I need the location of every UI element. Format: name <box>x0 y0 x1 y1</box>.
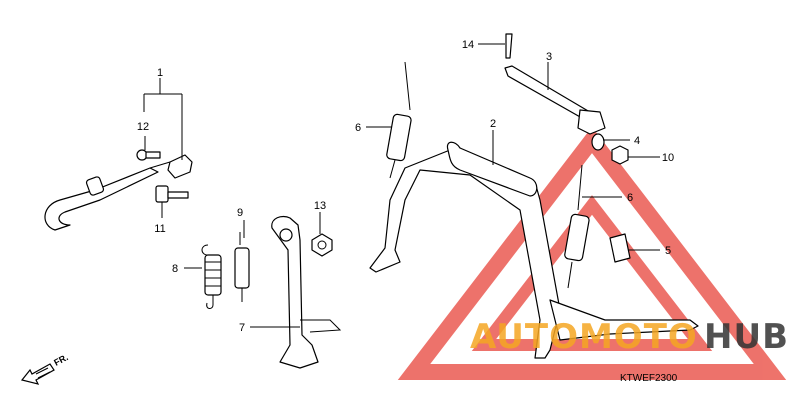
spring-part-6-lower <box>564 164 590 289</box>
callout-1: 1 <box>157 67 163 79</box>
front-direction-arrow-icon <box>20 363 55 385</box>
callout-7: 7 <box>239 322 245 334</box>
bolt-part-12 <box>136 149 161 161</box>
leader-lines <box>143 43 660 328</box>
pin-part-14 <box>505 33 513 59</box>
callout-6-upper: 6 <box>355 122 361 134</box>
side-stand-part-7 <box>271 215 342 369</box>
diagram-code: KTWEF2300 <box>620 373 678 384</box>
watermark-text-automoto: AUTOMOTO <box>470 317 698 357</box>
callout-11: 11 <box>154 223 165 235</box>
shaft-part-3 <box>504 65 606 135</box>
spring-part-8 <box>201 244 222 309</box>
bolt-part-11 <box>155 185 189 203</box>
callout-14: 14 <box>462 39 474 51</box>
washer-part-4 <box>591 133 605 151</box>
side-stand-switch-part <box>44 154 193 231</box>
callout-13: 13 <box>314 200 326 212</box>
main-stand-part-2 <box>369 141 699 359</box>
callout-10: 10 <box>662 152 674 164</box>
front-label: FR. <box>52 352 69 368</box>
callout-9: 9 <box>237 207 243 219</box>
nut-part-13 <box>311 233 333 257</box>
callout-3: 3 <box>546 51 552 63</box>
callout-8: 8 <box>172 263 178 275</box>
bolt-part-10 <box>611 145 629 165</box>
spring-part-6-upper <box>386 61 412 179</box>
spring-part-9 <box>234 232 250 302</box>
watermark-text-hub: HUB <box>704 317 789 357</box>
callout-4: 4 <box>634 135 640 147</box>
callout-2: 2 <box>490 118 496 130</box>
callout-12: 12 <box>137 121 149 133</box>
callout-6-lower: 6 <box>627 192 633 204</box>
callout-5: 5 <box>665 245 671 257</box>
bracket-part-5 <box>609 233 631 263</box>
